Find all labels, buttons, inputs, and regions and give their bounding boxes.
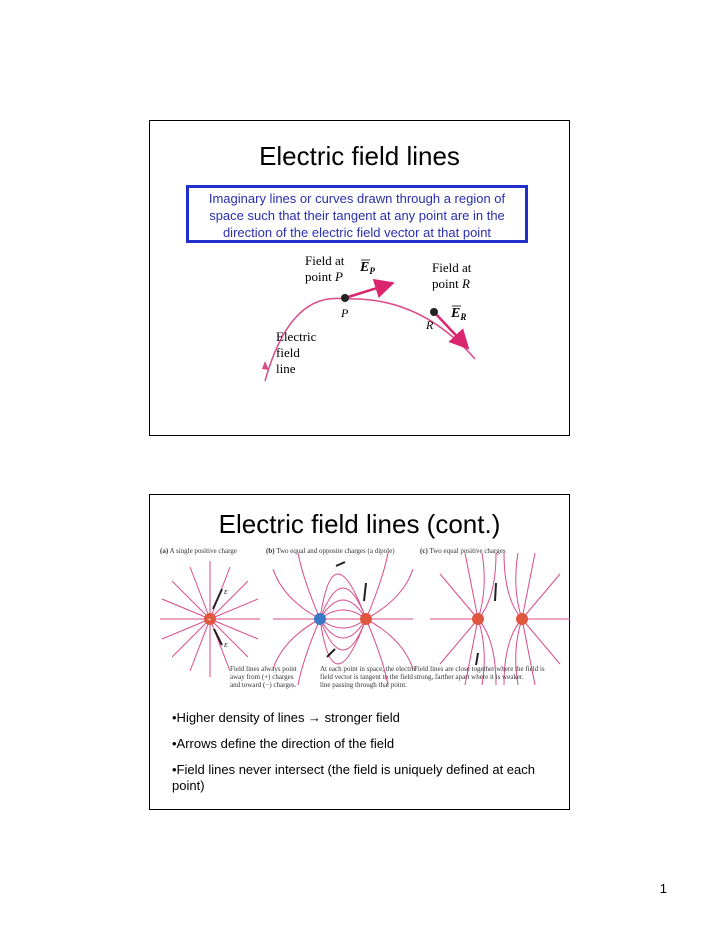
field-line-figure: Field at point P EP P Field at point R E… — [262, 253, 476, 382]
svg-text:line passing through that poin: line passing through that point. — [320, 681, 407, 689]
svg-text:At each point in space, the el: At each point in space, the electric — [320, 665, 417, 673]
vector-e-r-label: ER — [450, 306, 466, 322]
panel-c-two-positive — [430, 552, 570, 686]
svg-text:point R: point R — [432, 276, 470, 291]
svg-text:(b) Two equal and opposite cha: (b) Two equal and opposite charges (a di… — [266, 547, 395, 555]
page-number: 1 — [659, 881, 667, 896]
svg-text:and toward (−) charges.: and toward (−) charges. — [230, 681, 297, 689]
line-label-3: line — [276, 361, 296, 376]
bullet-item: •Arrows define the direction of the fiel… — [172, 736, 395, 751]
svg-text:field vector is tangent to the: field vector is tangent to the field — [320, 673, 413, 681]
field-line-arrowhead — [262, 361, 269, 370]
svg-text:Field lines always point: Field lines always point — [230, 665, 297, 673]
panel-a-single-charge: + E E — [160, 561, 260, 677]
positive-charge — [516, 613, 528, 625]
bullet-item: •Field lines never intersect (the field … — [172, 762, 535, 793]
negative-charge — [314, 613, 326, 625]
slide-title: Electric field lines (cont.) — [218, 509, 501, 539]
definition-line-2: space such that their tangent at any poi… — [209, 208, 505, 223]
point-r-dot — [430, 308, 438, 316]
svg-text:E: E — [223, 590, 228, 596]
svg-text:away from (+) charges: away from (+) charges — [230, 673, 294, 681]
svg-text:E: E — [223, 643, 228, 649]
svg-text:Field lines are close together: Field lines are close together where the… — [414, 665, 545, 673]
bullet-list: •Higher density of lines → stronger fiel… — [172, 710, 562, 804]
svg-text:Field at: Field at — [432, 260, 472, 275]
definition-box: Imaginary lines or curves drawn through … — [186, 185, 528, 243]
svg-text:(a) A single positive charge: (a) A single positive charge — [160, 547, 237, 555]
bullet-item: •Higher density of lines → stronger fiel… — [172, 710, 400, 725]
vector-e-p-label: EP — [359, 260, 375, 276]
svg-text:Field at: Field at — [305, 253, 345, 268]
point-p-dot — [341, 294, 349, 302]
definition-line-1: Imaginary lines or curves drawn through … — [208, 191, 506, 206]
svg-text:point P: point P — [305, 269, 343, 284]
field-patterns-figure: (a) A single positive charge (b) Two equ… — [160, 547, 570, 689]
positive-charge — [360, 613, 372, 625]
positive-charge — [204, 613, 216, 625]
slide-electric-field-lines: Electric field lines Imaginary lines or … — [149, 120, 570, 436]
line-label-2: field — [276, 345, 300, 360]
slide-title: Electric field lines — [259, 141, 460, 171]
svg-text:(c) Two equal positive charges: (c) Two equal positive charges — [420, 547, 506, 555]
slide-electric-field-lines-cont: Electric field lines (cont.) (a) A singl… — [149, 494, 570, 810]
definition-line-3: direction of the electric field vector a… — [222, 225, 492, 240]
point-r-label: R — [425, 318, 434, 332]
vector-e-r — [433, 311, 470, 350]
svg-text:strong, farther apart where it: strong, farther apart where it is weaker… — [414, 673, 524, 681]
line-label-1: Electric — [276, 329, 317, 344]
svg-text:+: + — [208, 618, 212, 624]
panel-b-dipole — [272, 552, 414, 686]
vector-e-p — [344, 278, 395, 300]
point-p-label: P — [340, 306, 349, 320]
positive-charge — [472, 613, 484, 625]
